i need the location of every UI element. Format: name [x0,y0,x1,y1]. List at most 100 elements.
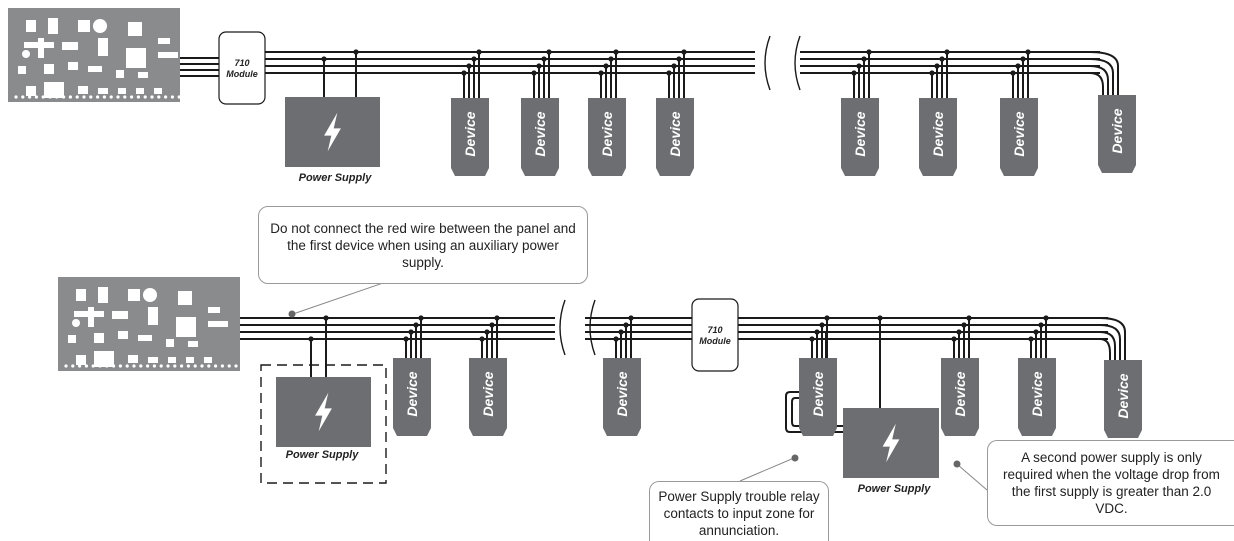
terminal-pin [184,95,188,99]
end-of-line-wire [1099,338,1111,362]
junction-dot [466,63,472,69]
terminal-pin [166,364,170,368]
panel-component [68,335,76,343]
second-supply-callout: A second power supply is only required w… [987,440,1234,526]
device-block: Device [451,98,489,176]
panel-component [208,321,228,327]
end-of-line-wire [1099,331,1116,362]
terminal-pin [123,95,127,99]
terminal-pin [150,95,154,99]
terminal-pin [186,364,190,368]
junction-dot [809,336,815,342]
device-block: Device [469,358,507,436]
module-label-number: 710 [234,58,249,68]
terminal-pin [234,364,238,368]
panel-component [76,289,86,301]
device-block: Device [603,358,641,436]
device-label: Device [852,111,868,156]
junction-dot [471,56,477,62]
junction-dot [618,329,624,335]
junction-dot [408,329,414,335]
junction-dot [934,63,940,69]
terminal-pin [139,364,143,368]
terminal-pin [207,364,211,368]
terminal-pin [64,364,68,368]
leader-line [739,457,795,482]
panel-component [148,307,158,325]
terminal-pin [82,95,86,99]
device-label: Device [952,371,968,416]
trouble-relay-note: Power Supply trouble relay contacts to i… [658,489,820,538]
panel-component [26,86,36,96]
terminal-pin [98,364,102,368]
device-label: Device [667,111,683,156]
control-panel-board [8,8,188,102]
device-label: Device [1029,371,1045,416]
panel-component [208,307,220,313]
terminal-pin [132,364,136,368]
device-block: Device [841,98,879,176]
panel-component [26,20,36,32]
terminal-pin [125,364,129,368]
terminal-pin [152,364,156,368]
panel-component [78,20,90,32]
end-of-line-wire [1089,72,1104,98]
panel-component [166,339,174,347]
junction-dot [861,56,867,62]
trouble-relay-callout: Power Supply trouble relay contacts to i… [649,481,829,541]
junction-dot [598,70,604,76]
junction-dot [628,315,634,321]
panel-component [38,38,44,58]
terminal-pin [227,364,231,368]
terminal-pin [78,364,82,368]
junction-dot [484,329,490,335]
terminal-pin [220,364,224,368]
junction-dot [824,315,830,321]
terminal-pin [71,364,75,368]
device-block: Device [1018,358,1056,436]
junction-dot [1020,56,1026,62]
junction-dot [1010,70,1016,76]
terminal-pin [62,95,66,99]
terminal-pin [28,95,32,99]
panel-component [158,38,170,44]
panel-component [68,62,78,70]
terminal-pin [105,364,109,368]
terminal-pin [84,364,88,368]
module-label-word: Module [226,69,258,79]
panel-component [148,357,158,363]
junction-dot [603,63,609,69]
junction-dot [1038,322,1044,328]
terminal-pin [68,95,72,99]
device-label: Device [462,111,478,156]
device-label: Device [614,371,630,416]
panel-component [98,287,108,303]
relay-loop-outer [785,391,843,433]
leader-line [957,464,988,491]
module-body [218,31,266,105]
junction-dot [819,322,825,328]
terminal-pin [48,95,52,99]
terminal-pin [200,364,204,368]
panel-component [178,291,192,305]
terminal-pin [130,95,134,99]
panel-component [93,19,107,33]
junction-dot [418,315,424,321]
terminal-pin [34,95,39,99]
terminal-pin [112,364,116,368]
device-block: Device [941,358,979,436]
power-supply: Power Supply [285,97,380,184]
device-block: Device [799,358,837,436]
junction-dot [546,49,552,55]
junction-dot [1015,63,1021,69]
end-of-line-wire [1099,317,1126,362]
junction-dot [944,49,950,55]
device-label: Device [480,371,496,416]
control-panel-board [58,277,240,371]
end-of-line-wire [1089,58,1114,98]
junction-dot [929,70,935,76]
